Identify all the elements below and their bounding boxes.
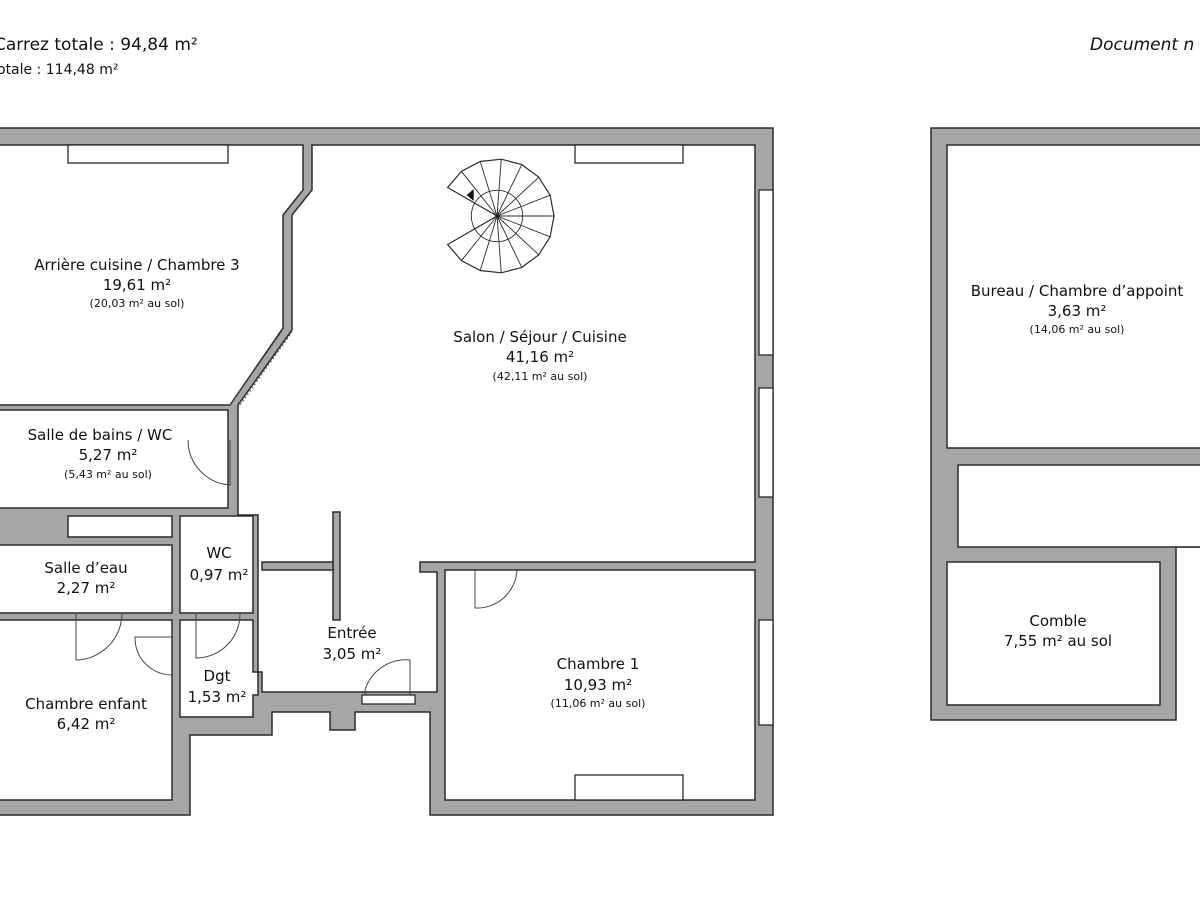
room-floor-area: (5,43 m² au sol) xyxy=(64,468,152,481)
room-area: 3,63 m² xyxy=(1048,302,1107,320)
window xyxy=(67,144,229,164)
door-swing xyxy=(364,659,411,695)
label-chambre-1: Chambre 1 10,93 m² (11,06 m² au sol) xyxy=(551,655,646,710)
room-salle-de-bains xyxy=(0,409,229,509)
label-chambre-enfant: Chambre enfant 6,42 m² xyxy=(25,695,147,733)
room-area: 3,05 m² xyxy=(323,645,382,663)
door-swing xyxy=(134,636,173,676)
room-area: 41,16 m² xyxy=(506,348,574,366)
room-name: Entrée xyxy=(327,624,376,642)
room-name: Salle d’eau xyxy=(44,559,127,577)
room-area: 1,53 m² xyxy=(188,688,247,706)
window xyxy=(574,144,684,164)
surface-total: otale : 114,48 m² xyxy=(0,62,118,78)
partition-wall xyxy=(261,561,334,571)
room-salle-deau xyxy=(0,544,173,614)
room-name: Arrière cuisine / Chambre 3 xyxy=(34,256,239,274)
carrez-total: Carrez totale : 94,84 m² xyxy=(0,35,198,55)
room-chambre-1 xyxy=(444,569,756,801)
label-dgt: Dgt 1,53 m² xyxy=(188,667,247,706)
room-area: 10,93 m² xyxy=(564,676,632,694)
label-salle-deau: Salle d’eau 2,27 m² xyxy=(44,559,127,597)
room-dgt xyxy=(179,619,259,718)
label-arriere-cuisine: Arrière cuisine / Chambre 3 19,61 m² (20… xyxy=(34,256,239,310)
room-arriere-cuisine xyxy=(0,144,304,406)
window xyxy=(758,189,774,356)
open-partition xyxy=(229,329,284,406)
room-name: Comble xyxy=(1029,612,1086,630)
room-area: 5,27 m² xyxy=(79,446,138,464)
annex-void xyxy=(957,464,1200,548)
window xyxy=(758,619,774,726)
room-chambre-enfant xyxy=(0,619,173,801)
room-area: 0,97 m² xyxy=(190,566,249,584)
room-bureau xyxy=(946,144,1200,449)
window xyxy=(758,387,774,498)
room-area: 2,27 m² xyxy=(57,579,116,597)
door-swing xyxy=(474,569,518,609)
document-label: Document n xyxy=(1090,35,1194,55)
room-area: 19,61 m² xyxy=(103,276,171,294)
label-entree: Entrée 3,05 m² xyxy=(323,624,382,663)
room-name: Dgt xyxy=(204,667,231,685)
label-comble: Comble 7,55 m² au sol xyxy=(1004,612,1112,650)
label-salle-de-bains: Salle de bains / WC 5,27 m² (5,43 m² au … xyxy=(28,426,173,481)
entrance-door xyxy=(361,694,416,705)
room-wc xyxy=(179,515,254,614)
room-floor-area: (11,06 m² au sol) xyxy=(551,697,646,710)
label-salon: Salon / Séjour / Cuisine 41,16 m² (42,11… xyxy=(453,328,626,383)
label-wc: WC 0,97 m² xyxy=(190,544,249,584)
spiral-staircase-icon xyxy=(446,158,555,274)
label-bureau: Bureau / Chambre d’appoint 3,63 m² (14,0… xyxy=(971,282,1184,336)
room-name: Bureau / Chambre d’appoint xyxy=(971,282,1184,300)
room-name: Chambre 1 xyxy=(557,655,640,673)
door-swing xyxy=(187,439,231,486)
room-area: 6,42 m² xyxy=(57,715,116,733)
room-name: Chambre enfant xyxy=(25,695,147,713)
open-partition xyxy=(237,331,293,409)
room-name: Salon / Séjour / Cuisine xyxy=(453,328,626,346)
door-swing xyxy=(195,612,241,659)
room-salon-entree xyxy=(237,144,756,693)
closet xyxy=(67,515,173,538)
room-area: 7,55 m² au sol xyxy=(1004,632,1112,650)
door-swing xyxy=(75,612,123,661)
room-floor-area: (42,11 m² au sol) xyxy=(493,370,588,383)
partition-wall xyxy=(332,511,341,621)
room-floor-area: (20,03 m² au sol) xyxy=(90,297,185,310)
window xyxy=(574,774,684,801)
room-comble xyxy=(946,561,1161,706)
room-floor-area: (14,06 m² au sol) xyxy=(1030,323,1125,336)
room-name: Salle de bains / WC xyxy=(28,426,173,444)
room-name: WC xyxy=(206,544,231,562)
